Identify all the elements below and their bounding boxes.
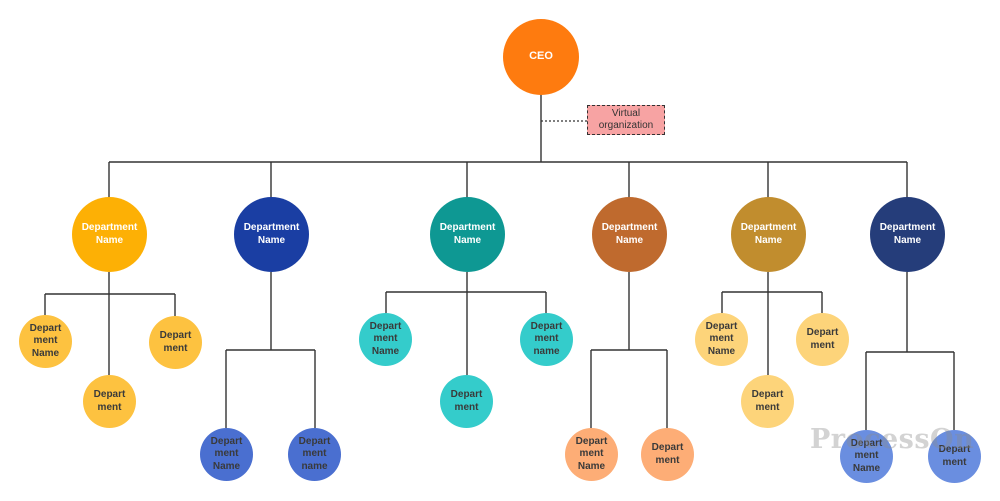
sub-department-node[interactable]: Depart ment Name — [200, 428, 253, 481]
department-label: Department Name — [879, 222, 936, 246]
sub-department-label: Depart ment — [159, 330, 192, 354]
sub-department-label: Depart ment Name — [369, 320, 402, 357]
ceo-node[interactable]: CEO — [503, 19, 579, 95]
sub-department-node[interactable]: Depart ment Name — [695, 313, 748, 366]
sub-department-node[interactable]: Depart ment — [741, 375, 794, 428]
sub-department-node[interactable]: Depart ment — [928, 430, 981, 483]
department-node-5[interactable]: Department Name — [731, 197, 806, 272]
sub-department-node[interactable]: Depart ment — [440, 375, 493, 428]
sub-department-node[interactable]: Depart ment — [641, 428, 694, 481]
processon-watermark: ProcessOn — [810, 424, 975, 455]
sub-department-label: Depart ment — [806, 327, 839, 351]
sub-department-label: Depart ment — [651, 442, 684, 466]
sub-department-label: Depart ment Name — [575, 435, 608, 472]
sub-department-label: Depart ment — [938, 444, 971, 468]
sub-department-node[interactable]: Depart ment Name — [840, 430, 893, 483]
sub-department-node[interactable]: Depart ment — [83, 375, 136, 428]
sub-department-label: Depart ment Name — [210, 435, 243, 472]
virtual-organization-label: Virtual organization — [598, 108, 654, 131]
ceo-label: CEO — [529, 50, 553, 63]
sub-department-node[interactable]: Depart ment Name — [19, 315, 72, 368]
department-label: Department Name — [243, 222, 300, 246]
sub-department-label: Depart ment Name — [850, 437, 883, 474]
department-label: Department Name — [439, 222, 496, 246]
sub-department-node[interactable]: Depart ment Name — [565, 428, 618, 481]
department-node-2[interactable]: Department Name — [234, 197, 309, 272]
department-label: Department Name — [740, 222, 797, 246]
sub-department-label: Depart ment name — [530, 320, 563, 357]
department-node-1[interactable]: Department Name — [72, 197, 147, 272]
department-node-3[interactable]: Department Name — [430, 197, 505, 272]
department-node-4[interactable]: Department Name — [592, 197, 667, 272]
sub-department-label: Depart ment Name — [29, 322, 62, 359]
sub-department-node[interactable]: Depart ment name — [288, 428, 341, 481]
department-node-6[interactable]: Department Name — [870, 197, 945, 272]
sub-department-label: Depart ment Name — [705, 320, 738, 357]
department-label: Department Name — [81, 222, 138, 246]
sub-department-node[interactable]: Depart ment — [796, 313, 849, 366]
sub-department-label: Depart ment — [450, 389, 483, 413]
sub-department-label: Depart ment name — [298, 435, 331, 472]
sub-department-label: Depart ment — [93, 389, 126, 413]
sub-department-node[interactable]: Depart ment name — [520, 313, 573, 366]
sub-department-node[interactable]: Depart ment — [149, 316, 202, 369]
sub-department-node[interactable]: Depart ment Name — [359, 313, 412, 366]
virtual-organization-box[interactable]: Virtual organization — [587, 105, 665, 135]
department-label: Department Name — [601, 222, 658, 246]
sub-department-label: Depart ment — [751, 389, 784, 413]
